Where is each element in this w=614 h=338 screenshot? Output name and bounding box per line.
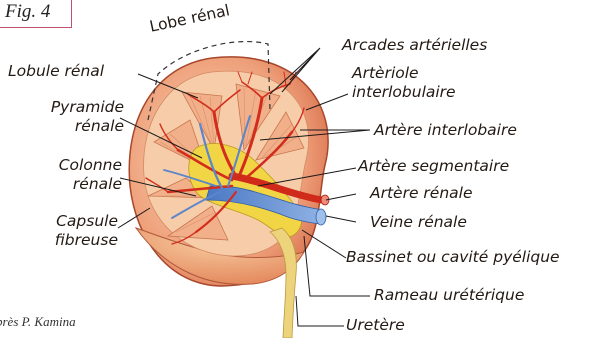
artere-renale-label: Artère rénale (370, 184, 473, 203)
colonne-renale-label: Colonne rénale (59, 156, 122, 194)
arcades-arterielles-label: Arcades artérielles (342, 36, 487, 55)
figure-label: Fig. 4 (5, 1, 50, 23)
colonne-renale-line1: Colonne (59, 156, 122, 175)
veine-renale-label: Veine rénale (370, 213, 467, 232)
capsule-fibreuse-line2: fibreuse (55, 231, 118, 250)
image-credit: près P. Kamina (0, 314, 76, 330)
uretere-label: Uretère (346, 316, 405, 335)
bassinet-label: Bassinet ou cavité pyélique (346, 248, 560, 267)
artere-segmentaire-label: Artère segmentaire (358, 157, 509, 176)
arteriole-line2: interlobulaire (352, 83, 456, 102)
pyramide-renale-line1: Pyramide (51, 98, 124, 117)
rameau-ureterique-label: Rameau urétérique (374, 286, 524, 305)
arteriole-interlobulaire-label: Artèriole interlobulaire (352, 64, 456, 102)
figure-tag: Fig. 4 (0, 0, 72, 28)
artere-interlobaire-label: Artère interlobaire (374, 121, 517, 140)
capsule-fibreuse-line1: Capsule (55, 212, 118, 231)
renal-vein-stump (316, 209, 326, 225)
arteriole-line1: Artèriole (352, 64, 456, 83)
colonne-renale-line2: rénale (59, 175, 122, 194)
pyramide-renale-line2: rénale (51, 117, 124, 136)
pyramide-renale-label: Pyramide rénale (51, 98, 124, 136)
capsule-fibreuse-label: Capsule fibreuse (55, 212, 118, 250)
lobule-renal-label: Lobule rénal (8, 62, 104, 81)
